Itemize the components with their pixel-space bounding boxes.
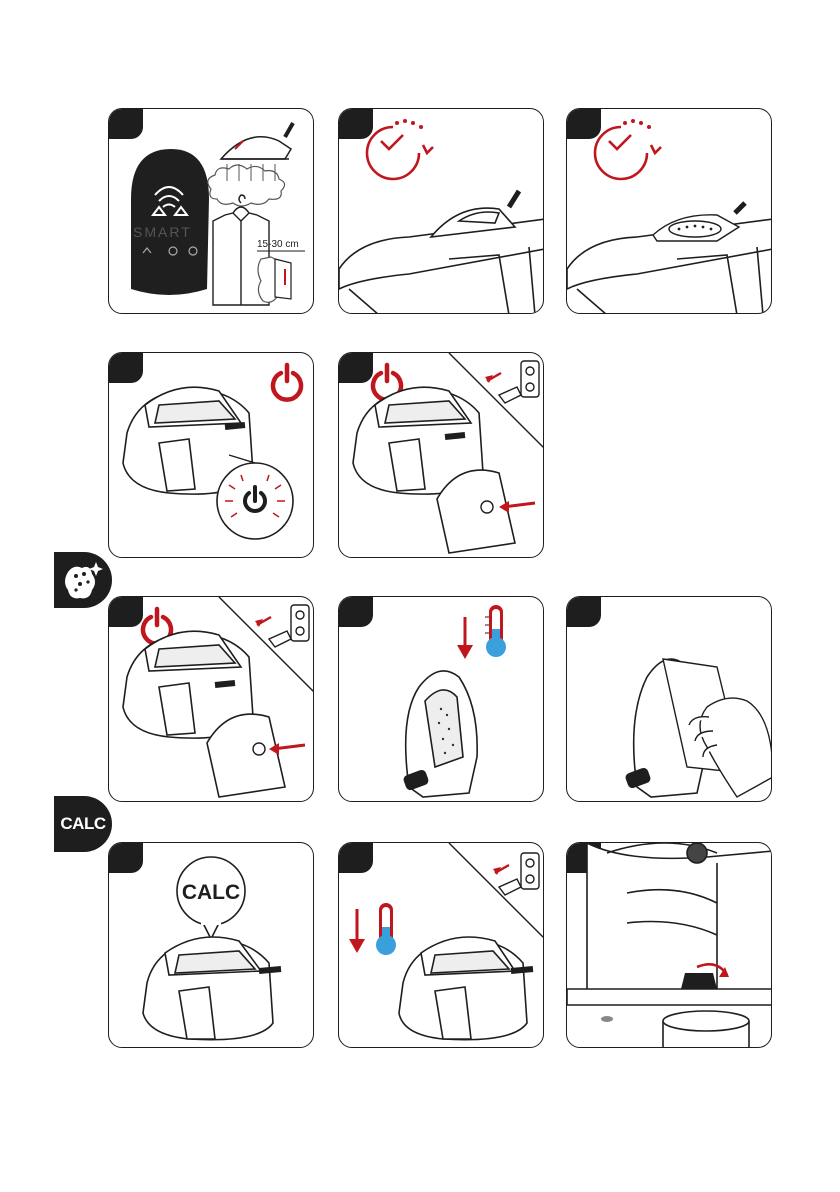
power-icon (273, 365, 301, 400)
plug-socket-icon (499, 361, 539, 403)
panel-clean-iron-cool-down (338, 596, 544, 802)
iron-upright-illustration (403, 671, 477, 797)
drain-cap (681, 973, 717, 989)
thermometer-cool-icon (485, 605, 506, 657)
vertical-steaming-illustration (258, 257, 291, 302)
cleaning-section-tab (54, 552, 112, 608)
plug-socket-icon (499, 853, 539, 895)
iron-steaming-illustration (221, 123, 293, 159)
panel-calc-unplug-cool (338, 842, 544, 1048)
plug-socket-icon (269, 605, 309, 647)
container-illustration (663, 1011, 749, 1048)
steam-cloud (208, 165, 285, 206)
panel-calc-open-drain (566, 842, 772, 1048)
panel-clean-wipe-soleplate (566, 596, 772, 802)
panel-steam-timer-iron-locked (566, 108, 772, 314)
distance-label: 15-30 cm (257, 239, 299, 250)
calc-bubble-label: CALC (182, 881, 240, 904)
thermometer-cool-icon (376, 903, 396, 955)
panel-power-off-unplug (338, 352, 544, 558)
smart-label: SMART (133, 224, 192, 240)
panel-smart-steam: SMART 15-30 cm (108, 108, 314, 314)
calc-tab-label: CALC (54, 796, 112, 852)
panel-power-off-button (108, 352, 314, 558)
calc-section-tab: CALC (54, 796, 112, 852)
timer-check-icon (367, 119, 433, 179)
panel-steam-timer-iron-on-board (338, 108, 544, 314)
steam-generator-closeup-illustration (567, 843, 772, 1005)
panel-calc-indicator: CALC (108, 842, 314, 1048)
smart-control-pad (131, 149, 209, 295)
zoom-detail (207, 714, 285, 797)
steam-generator-illustration (143, 937, 281, 1040)
panel-clean-power-off-unplug (108, 596, 314, 802)
zoom-detail (437, 470, 515, 553)
sponge-sparkle-icon (54, 552, 112, 608)
steam-generator-illustration (399, 937, 533, 1040)
timer-check-icon (595, 119, 661, 179)
